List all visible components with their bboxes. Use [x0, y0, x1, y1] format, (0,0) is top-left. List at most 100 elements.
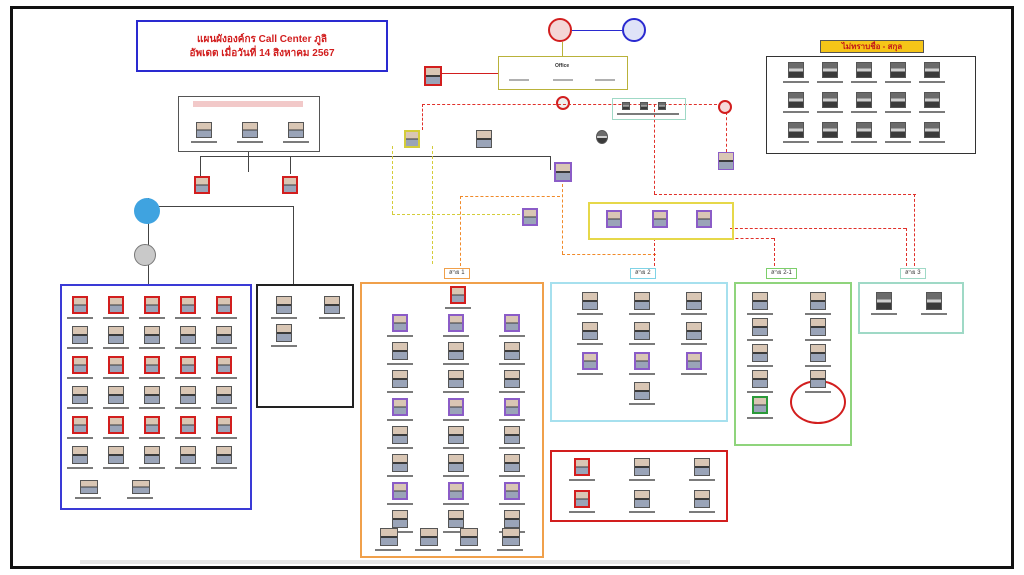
- person-photo: [392, 510, 408, 528]
- person-photo: [926, 292, 942, 310]
- person-photo: [752, 318, 768, 336]
- line-3-tab: สาย 3: [900, 268, 926, 279]
- person-photo: [448, 510, 464, 528]
- person-photo: [108, 386, 124, 404]
- person-photo: [144, 446, 160, 464]
- person-photo: [856, 92, 872, 108]
- person-photo: [788, 92, 804, 108]
- line-2-1-tab: สาย 2-1: [766, 268, 797, 279]
- person-photo: [504, 314, 520, 332]
- person-photo: [696, 210, 712, 228]
- person-photo: [686, 352, 702, 370]
- person-photo: [752, 370, 768, 388]
- person-photo: [380, 528, 398, 546]
- person-photo: [582, 352, 598, 370]
- supervisor-group-box: [588, 202, 734, 240]
- person-photo: [404, 130, 420, 148]
- title-line-1: แผนผังองค์กร Call Center ภูลิ: [197, 34, 327, 45]
- person-photo: [72, 326, 88, 344]
- red-group-box: [550, 450, 728, 522]
- center-leader-photo: [554, 162, 572, 182]
- person-photo: [622, 102, 630, 110]
- person-photo: [686, 322, 702, 340]
- person-photo: [420, 528, 438, 546]
- line-3-box: [858, 282, 964, 334]
- person-photo: [460, 528, 478, 546]
- person-photo: [72, 416, 88, 434]
- person-photo: [276, 296, 292, 314]
- person-photo: [144, 296, 160, 314]
- person-photo: [652, 210, 668, 228]
- person-photo: [504, 398, 520, 416]
- person-photo: [686, 292, 702, 310]
- unknown-persons-box: [766, 56, 976, 154]
- leadership-box: [178, 96, 320, 152]
- person-icon: [596, 130, 608, 144]
- line-2-tab: สาย 2: [630, 268, 656, 279]
- person-photo: [282, 176, 298, 194]
- person-photo: [108, 446, 124, 464]
- person-photo: [392, 398, 408, 416]
- person-photo: [718, 152, 734, 170]
- person-photo: [640, 102, 648, 110]
- server-icon: [548, 18, 572, 42]
- person-photo: [72, 356, 88, 374]
- server-icon: [556, 96, 570, 110]
- person-photo: [634, 458, 650, 476]
- person-photo: [392, 482, 408, 500]
- person-photo: [574, 490, 590, 508]
- person-photo: [856, 62, 872, 78]
- person-photo: [276, 324, 292, 342]
- person-photo: [216, 446, 232, 464]
- person-photo: [924, 62, 940, 78]
- person-photo: [392, 314, 408, 332]
- left-group-box: [60, 284, 252, 510]
- person-photo: [634, 490, 650, 508]
- phone-icon: [134, 244, 156, 266]
- person-photo: [448, 426, 464, 444]
- person-photo: [180, 296, 196, 314]
- person-photo: [502, 528, 520, 546]
- person-photo: [582, 322, 598, 340]
- line-2-1-box: [734, 282, 852, 446]
- person-photo: [108, 356, 124, 374]
- person-photo: [504, 426, 520, 444]
- person-photo: [392, 426, 408, 444]
- person-photo: [180, 356, 196, 374]
- person-photo: [180, 386, 196, 404]
- person-photo: [108, 326, 124, 344]
- person-photo: [392, 342, 408, 360]
- title-box: แผนผังองค์กร Call Center ภูลิ อัพเดต เมื…: [136, 20, 388, 72]
- person-photo: [216, 326, 232, 344]
- person-photo: [810, 370, 826, 388]
- person-photo: [504, 342, 520, 360]
- person-photo: [634, 292, 650, 310]
- person-icon: [134, 198, 160, 224]
- team-box: [612, 98, 686, 120]
- line-1-box: [360, 282, 544, 558]
- person-photo: [810, 318, 826, 336]
- office-label: Office: [555, 63, 570, 69]
- person-photo: [752, 292, 768, 310]
- person-photo: [72, 296, 88, 314]
- person-photo: [822, 122, 838, 138]
- person-photo: [144, 416, 160, 434]
- person-photo: [450, 286, 466, 304]
- person-photo: [752, 344, 768, 362]
- person-photo: [324, 296, 340, 314]
- person-photo: [582, 292, 598, 310]
- person-photo: [890, 122, 906, 138]
- title-line-2: อัพเดต เมื่อวันที่ 14 สิงหาคม 2567: [189, 48, 335, 59]
- person-photo: [504, 454, 520, 472]
- person-photo: [424, 66, 442, 86]
- person-photo: [694, 458, 710, 476]
- person-photo: [392, 454, 408, 472]
- person-photo: [216, 296, 232, 314]
- person-icon: [622, 18, 646, 42]
- person-photo: [788, 62, 804, 78]
- person-photo: [288, 122, 304, 138]
- person-photo: [634, 382, 650, 400]
- person-photo: [924, 92, 940, 108]
- person-photo: [216, 416, 232, 434]
- person-photo: [924, 122, 940, 138]
